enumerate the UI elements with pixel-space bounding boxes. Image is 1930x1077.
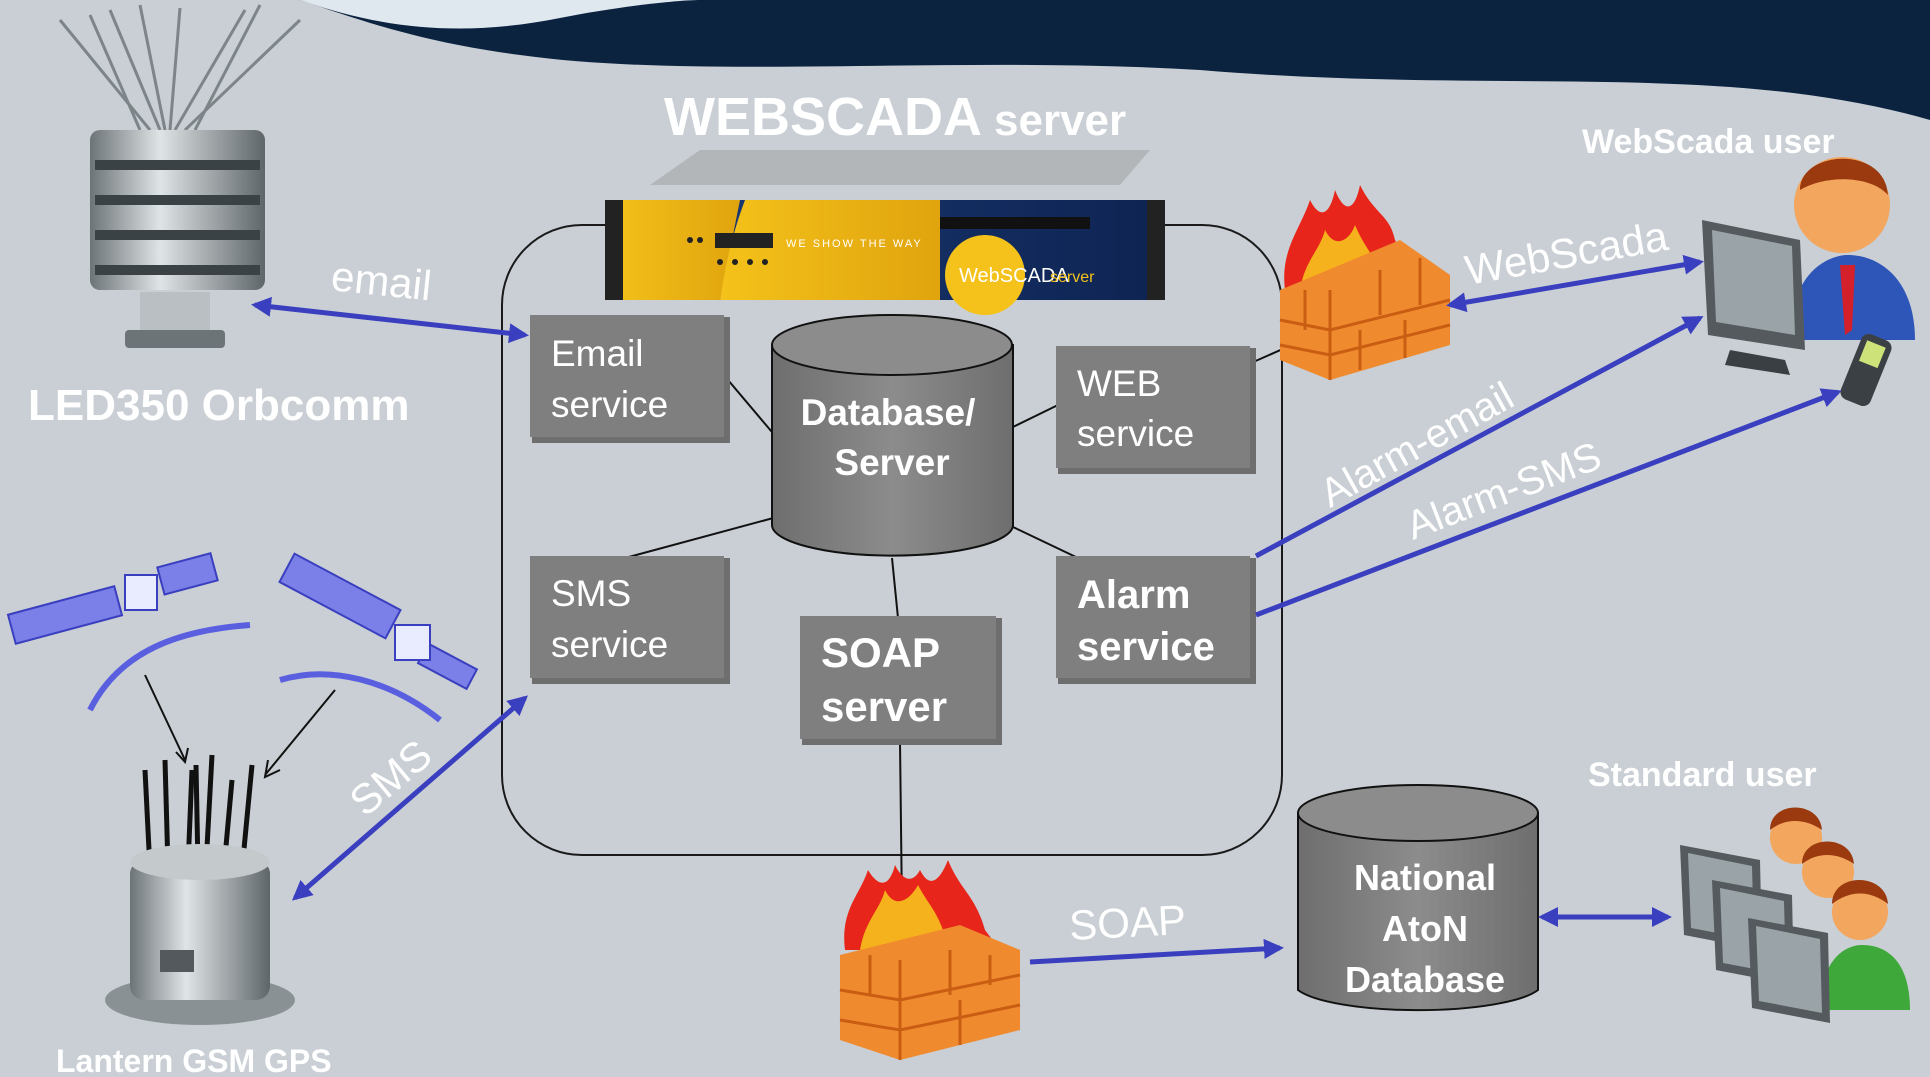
header-wave — [300, 0, 1930, 120]
svg-text:service: service — [551, 384, 668, 425]
svg-text:WEB: WEB — [1077, 363, 1161, 404]
soap-arrow — [1029, 938, 1284, 965]
webscada-connection-label: WebScada — [1461, 212, 1671, 294]
soap-server-box: SOAP server — [800, 616, 1002, 745]
svg-text:service: service — [1077, 625, 1215, 669]
svg-text:Alarm: Alarm — [1077, 573, 1190, 617]
led350-device-image — [58, 4, 302, 348]
internal-links — [624, 347, 1286, 911]
standard-user-label: Standard user — [1588, 756, 1817, 794]
email-service-box: Email service — [530, 315, 730, 443]
satellite-icon-right — [278, 552, 479, 691]
webscada-user-icon — [1702, 157, 1915, 375]
mobile-phone-icon — [1840, 333, 1892, 407]
svg-text:WebSCADA: WebSCADA — [959, 265, 1069, 287]
svg-text:service: service — [551, 624, 668, 665]
svg-text:Email: Email — [551, 333, 644, 374]
svg-text:SOAP: SOAP — [821, 629, 940, 676]
svg-text:Server: Server — [834, 442, 949, 483]
svg-text:WE SHOW THE WAY: WE SHOW THE WAY — [786, 238, 923, 250]
svg-text:Database: Database — [1345, 959, 1505, 1000]
national-aton-database: National AtoN Database — [1297, 784, 1539, 1012]
firewall-icon-bottom — [839, 860, 1021, 1060]
svg-text:AtoN: AtoN — [1382, 908, 1468, 949]
satellite-icon-left — [6, 552, 219, 645]
svg-text:Database/: Database/ — [801, 392, 976, 433]
database-server-cylinder: Database/ Server — [771, 314, 1014, 557]
rack-server-image: WE SHOW THE WAY WebSCADA server — [605, 150, 1165, 315]
satellite-signal-arrows — [144, 674, 336, 779]
lantern-device-image — [105, 754, 295, 1025]
svg-text:service: service — [1077, 413, 1194, 454]
orbit-arc-left — [87, 622, 251, 712]
email-connection-label: email — [329, 252, 434, 309]
sms-arrow — [291, 695, 529, 901]
led350-label: LED350 Orbcomm — [28, 381, 409, 430]
webscada-user-label: WebScada user — [1582, 123, 1835, 161]
alarm-sms-arrow — [1255, 388, 1842, 618]
alarm-email-arrow — [1254, 315, 1704, 559]
web-service-box: WEB service — [1056, 346, 1256, 474]
email-arrow — [251, 296, 529, 344]
svg-text:SMS: SMS — [551, 573, 631, 614]
svg-text:server: server — [1050, 269, 1095, 286]
sms-service-box: SMS service — [530, 556, 730, 684]
svg-text:National: National — [1354, 857, 1496, 898]
sms-connection-label: SMS — [341, 730, 441, 825]
standard-user-group-icon — [1680, 807, 1910, 1023]
firewall-icon-top — [1279, 185, 1451, 380]
orbit-arc-right — [279, 671, 442, 723]
lantern-label: Lantern GSM GPS — [56, 1043, 332, 1077]
soap-connection-label: SOAP — [1068, 896, 1187, 949]
webscada-arrow — [1446, 254, 1704, 313]
alarm-service-box: Alarm service — [1056, 556, 1256, 684]
connection-arrows — [251, 254, 1842, 965]
svg-text:server: server — [821, 683, 947, 730]
